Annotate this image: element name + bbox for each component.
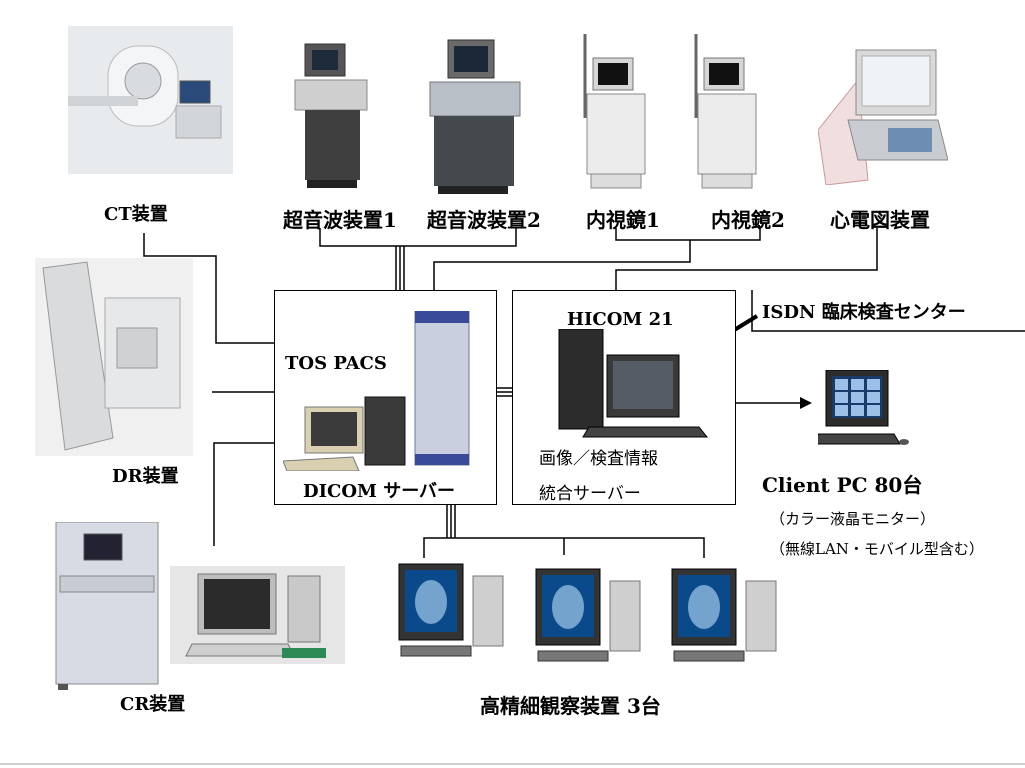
client-note-1: （カラー液晶モニター） [770, 510, 936, 528]
isdn-link [751, 290, 1025, 332]
ecg-label: 心電図装置 [830, 208, 930, 232]
dr-label: DR装置 [112, 466, 179, 487]
hicom-server-box: HICOM 21 画像／検査情報 統合サーバー [512, 290, 736, 505]
hicom-title: HICOM 21 [567, 309, 674, 330]
cr-link [213, 442, 274, 546]
pacs-server-image [283, 311, 489, 471]
viewer-station-1 [395, 560, 517, 662]
hicom-pc-image [549, 329, 719, 439]
viewer-station-3 [668, 565, 790, 667]
cr-workstation-image [170, 566, 345, 664]
client-note-2: （無線LAN・モバイル型含む） [770, 540, 984, 558]
pacs-server-box: TOS PACS DICOM サーバー [274, 290, 497, 505]
ct-scanner-image [68, 26, 233, 174]
us1-link [319, 228, 517, 247]
isdn-label: ISDN 臨床検査センター [762, 302, 966, 323]
endoscope1-label: 内視鏡1 [586, 208, 660, 232]
client-pc-image [818, 370, 910, 450]
endo-link [615, 228, 761, 241]
hicom-line2: 統合サーバー [539, 484, 641, 504]
ultrasound2-image [420, 38, 530, 198]
viewer-label: 高精細観察装置 3台 [480, 694, 661, 718]
client-arrow [800, 397, 812, 409]
cr-reader-image [52, 522, 164, 690]
pacs-title: TOS PACS [285, 353, 387, 374]
hicom-line1: 画像／検査情報 [539, 449, 658, 469]
ct-label: CT装置 [104, 204, 168, 225]
ultrasound1-label: 超音波装置1 [283, 208, 397, 232]
client-title: Client PC 80台 [762, 473, 923, 497]
dr-device-image [35, 258, 193, 456]
ecg-machine-image [818, 40, 948, 185]
ultrasound1-image [285, 40, 385, 192]
ct-link [143, 233, 274, 344]
ecg-link [615, 228, 878, 290]
endoscope1-image [575, 28, 655, 196]
pacs-footer: DICOM サーバー [303, 481, 456, 502]
cr-label: CR装置 [120, 694, 186, 715]
endoscope2-image [686, 28, 766, 196]
endoscope2-label: 内視鏡2 [711, 208, 785, 232]
ultrasound2-label: 超音波装置2 [427, 208, 541, 232]
viewer-station-2 [532, 565, 654, 667]
footer-divider [0, 763, 1025, 765]
